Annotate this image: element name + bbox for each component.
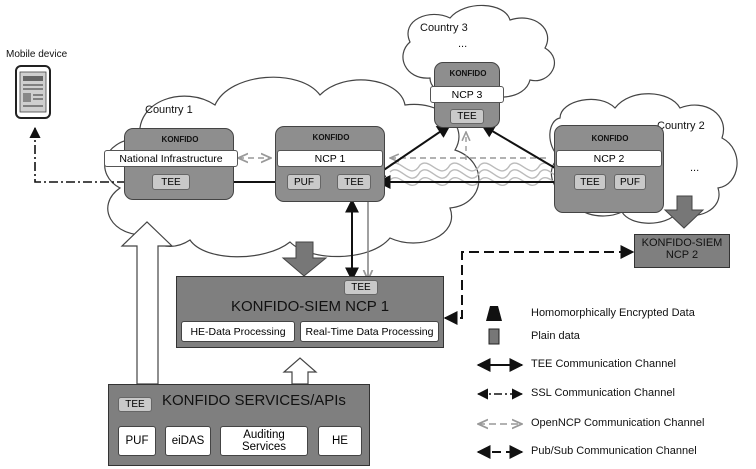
siem2-line2: NCP 2	[665, 249, 699, 261]
siem1-title: KONFIDO-SIEM NCP 1	[230, 298, 390, 315]
country-1-label: Country 1	[145, 104, 193, 116]
node-title: KONFIDO	[591, 134, 629, 143]
ncp3-bar: NCP 3	[430, 86, 504, 103]
service-puf: PUF	[118, 426, 156, 456]
services-title: KONFIDO SERVICES/APIs	[162, 392, 346, 409]
arrow-ncp2-siem2	[663, 195, 705, 229]
tee-link-3	[370, 124, 452, 179]
pubsub-link	[443, 245, 635, 325]
arrow-services-siem1	[282, 357, 318, 385]
he-data-processing: HE-Data Processing	[181, 321, 295, 342]
ssl-link-mobile	[29, 126, 150, 188]
legend-plain: Plain data	[531, 330, 580, 342]
legend-pubsub: Pub/Sub Communication Channel	[531, 445, 697, 457]
tee-siem1: TEE	[344, 280, 378, 295]
tee-ncp1: TEE	[337, 174, 371, 190]
puf-ncp1: PUF	[287, 174, 321, 190]
country-2-ellipsis: ...	[690, 162, 700, 174]
arrow-ncp1-siem1	[281, 241, 328, 277]
siem2-line1: KONFIDO-SIEM	[641, 237, 723, 249]
legend-tee: TEE Communication Channel	[531, 358, 676, 370]
service-he: HE	[318, 426, 362, 456]
puf-ncp2: PUF	[614, 174, 646, 190]
country-2-label: Country 2	[657, 120, 705, 132]
konfido-siem-ncp2: KONFIDO-SIEM NCP 2	[634, 234, 730, 268]
legend-he: Homomorphically Encrypted Data	[531, 307, 695, 319]
real-time-data-processing: Real-Time Data Processing	[300, 321, 439, 342]
konfido-node-ncp2: KONFIDO	[554, 125, 664, 213]
tee-services: TEE	[118, 397, 152, 412]
country-3-label: Country 3	[420, 22, 468, 34]
mobile-device-icon	[15, 65, 51, 119]
mobile-device-label: Mobile device	[6, 49, 68, 60]
ncp2-bar: NCP 2	[556, 150, 662, 167]
legend-he-symbol	[486, 306, 502, 321]
legend-ssl: SSL Communication Channel	[531, 387, 675, 399]
service-auditing: Auditing Services	[220, 426, 308, 456]
arrow-services-cloud	[120, 221, 174, 385]
node-title: KONFIDO	[449, 69, 487, 78]
node-title: KONFIDO	[161, 135, 199, 144]
tee-ncp2: TEE	[574, 174, 606, 190]
country-3-ellipsis: ...	[458, 38, 468, 50]
legend-plain-symbol	[488, 328, 500, 345]
service-eidas: eiDAS	[165, 426, 211, 456]
node-title: KONFIDO	[312, 133, 350, 142]
tee-ncp3: TEE	[450, 109, 484, 124]
legend-openncp: OpenNCP Communication Channel	[531, 417, 705, 429]
national-infrastructure-bar: National Infrastructure	[104, 150, 238, 167]
tee-node1: TEE	[152, 174, 190, 190]
ncp1-bar: NCP 1	[277, 150, 383, 167]
